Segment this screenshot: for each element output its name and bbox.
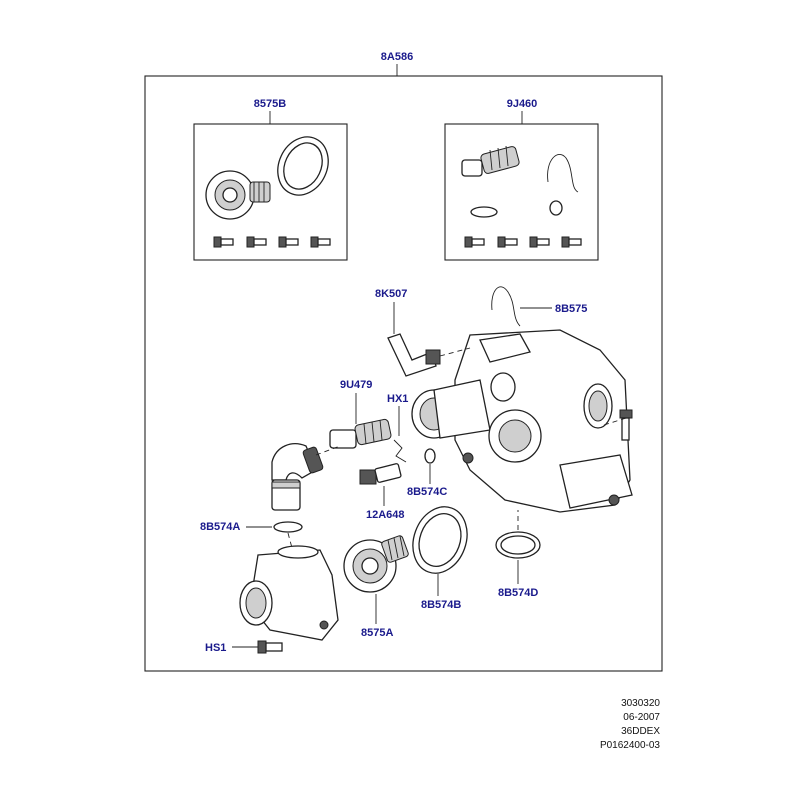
- label-9J460: 9J460: [507, 98, 538, 110]
- label-12A648: 12A648: [366, 509, 405, 521]
- label-HX1: HX1: [387, 393, 408, 405]
- thermostat-housing: [411, 329, 633, 513]
- footer-line-4: P0162400-03: [600, 740, 660, 751]
- footer-line-3: 36DDEX: [621, 726, 660, 737]
- label-HS1: HS1: [205, 642, 226, 654]
- label-8B574D: 8B574D: [498, 587, 538, 599]
- bolt-HS1: [257, 640, 283, 654]
- outlet-dash-line: [287, 532, 293, 549]
- thermostat-8575A: [343, 535, 409, 593]
- footer-line-1: 3030320: [621, 698, 660, 709]
- footer-line-2: 06-2007: [623, 712, 660, 723]
- clip-8B575: [491, 286, 521, 327]
- main-assembly-frame: [144, 75, 663, 672]
- sensor-kit-9J460: [461, 145, 579, 218]
- clip-HX1: [393, 439, 407, 463]
- label-8575B: 8575B: [254, 98, 286, 110]
- temperature-sensor-9U479: [329, 418, 392, 449]
- elbow-connector: [271, 443, 324, 511]
- sensor-12A648: [359, 463, 402, 485]
- label-8K507: 8K507: [375, 288, 407, 300]
- label-8B575: 8B575: [555, 303, 587, 315]
- outlet-housing: [239, 545, 339, 641]
- housing-bolt: [619, 409, 633, 441]
- elbow-hose-8K507: [387, 333, 441, 377]
- o-ring-8B574A: [273, 521, 303, 533]
- label-8575A: 8575A: [361, 627, 393, 639]
- elbow-dash-line: [315, 445, 341, 456]
- label-8B574A: 8B574A: [200, 521, 240, 533]
- kit-box-9J460: [444, 123, 599, 261]
- label-8A586: 8A586: [381, 51, 413, 63]
- kit-8575B-bolts: [213, 236, 331, 248]
- kit-9J460-bolts: [464, 236, 582, 248]
- seal-8B574D-inner: [500, 535, 536, 555]
- label-9U479: 9U479: [340, 379, 372, 391]
- label-8B574C: 8B574C: [407, 486, 447, 498]
- thermostat-kit-8575B: [205, 136, 329, 220]
- gasket-8B574B-inner: [418, 513, 462, 567]
- label-8B574B: 8B574B: [421, 599, 461, 611]
- kit-box-8575B: [193, 123, 348, 261]
- o-ring-8B574C: [424, 448, 436, 464]
- bolt-dash-line: [603, 417, 627, 426]
